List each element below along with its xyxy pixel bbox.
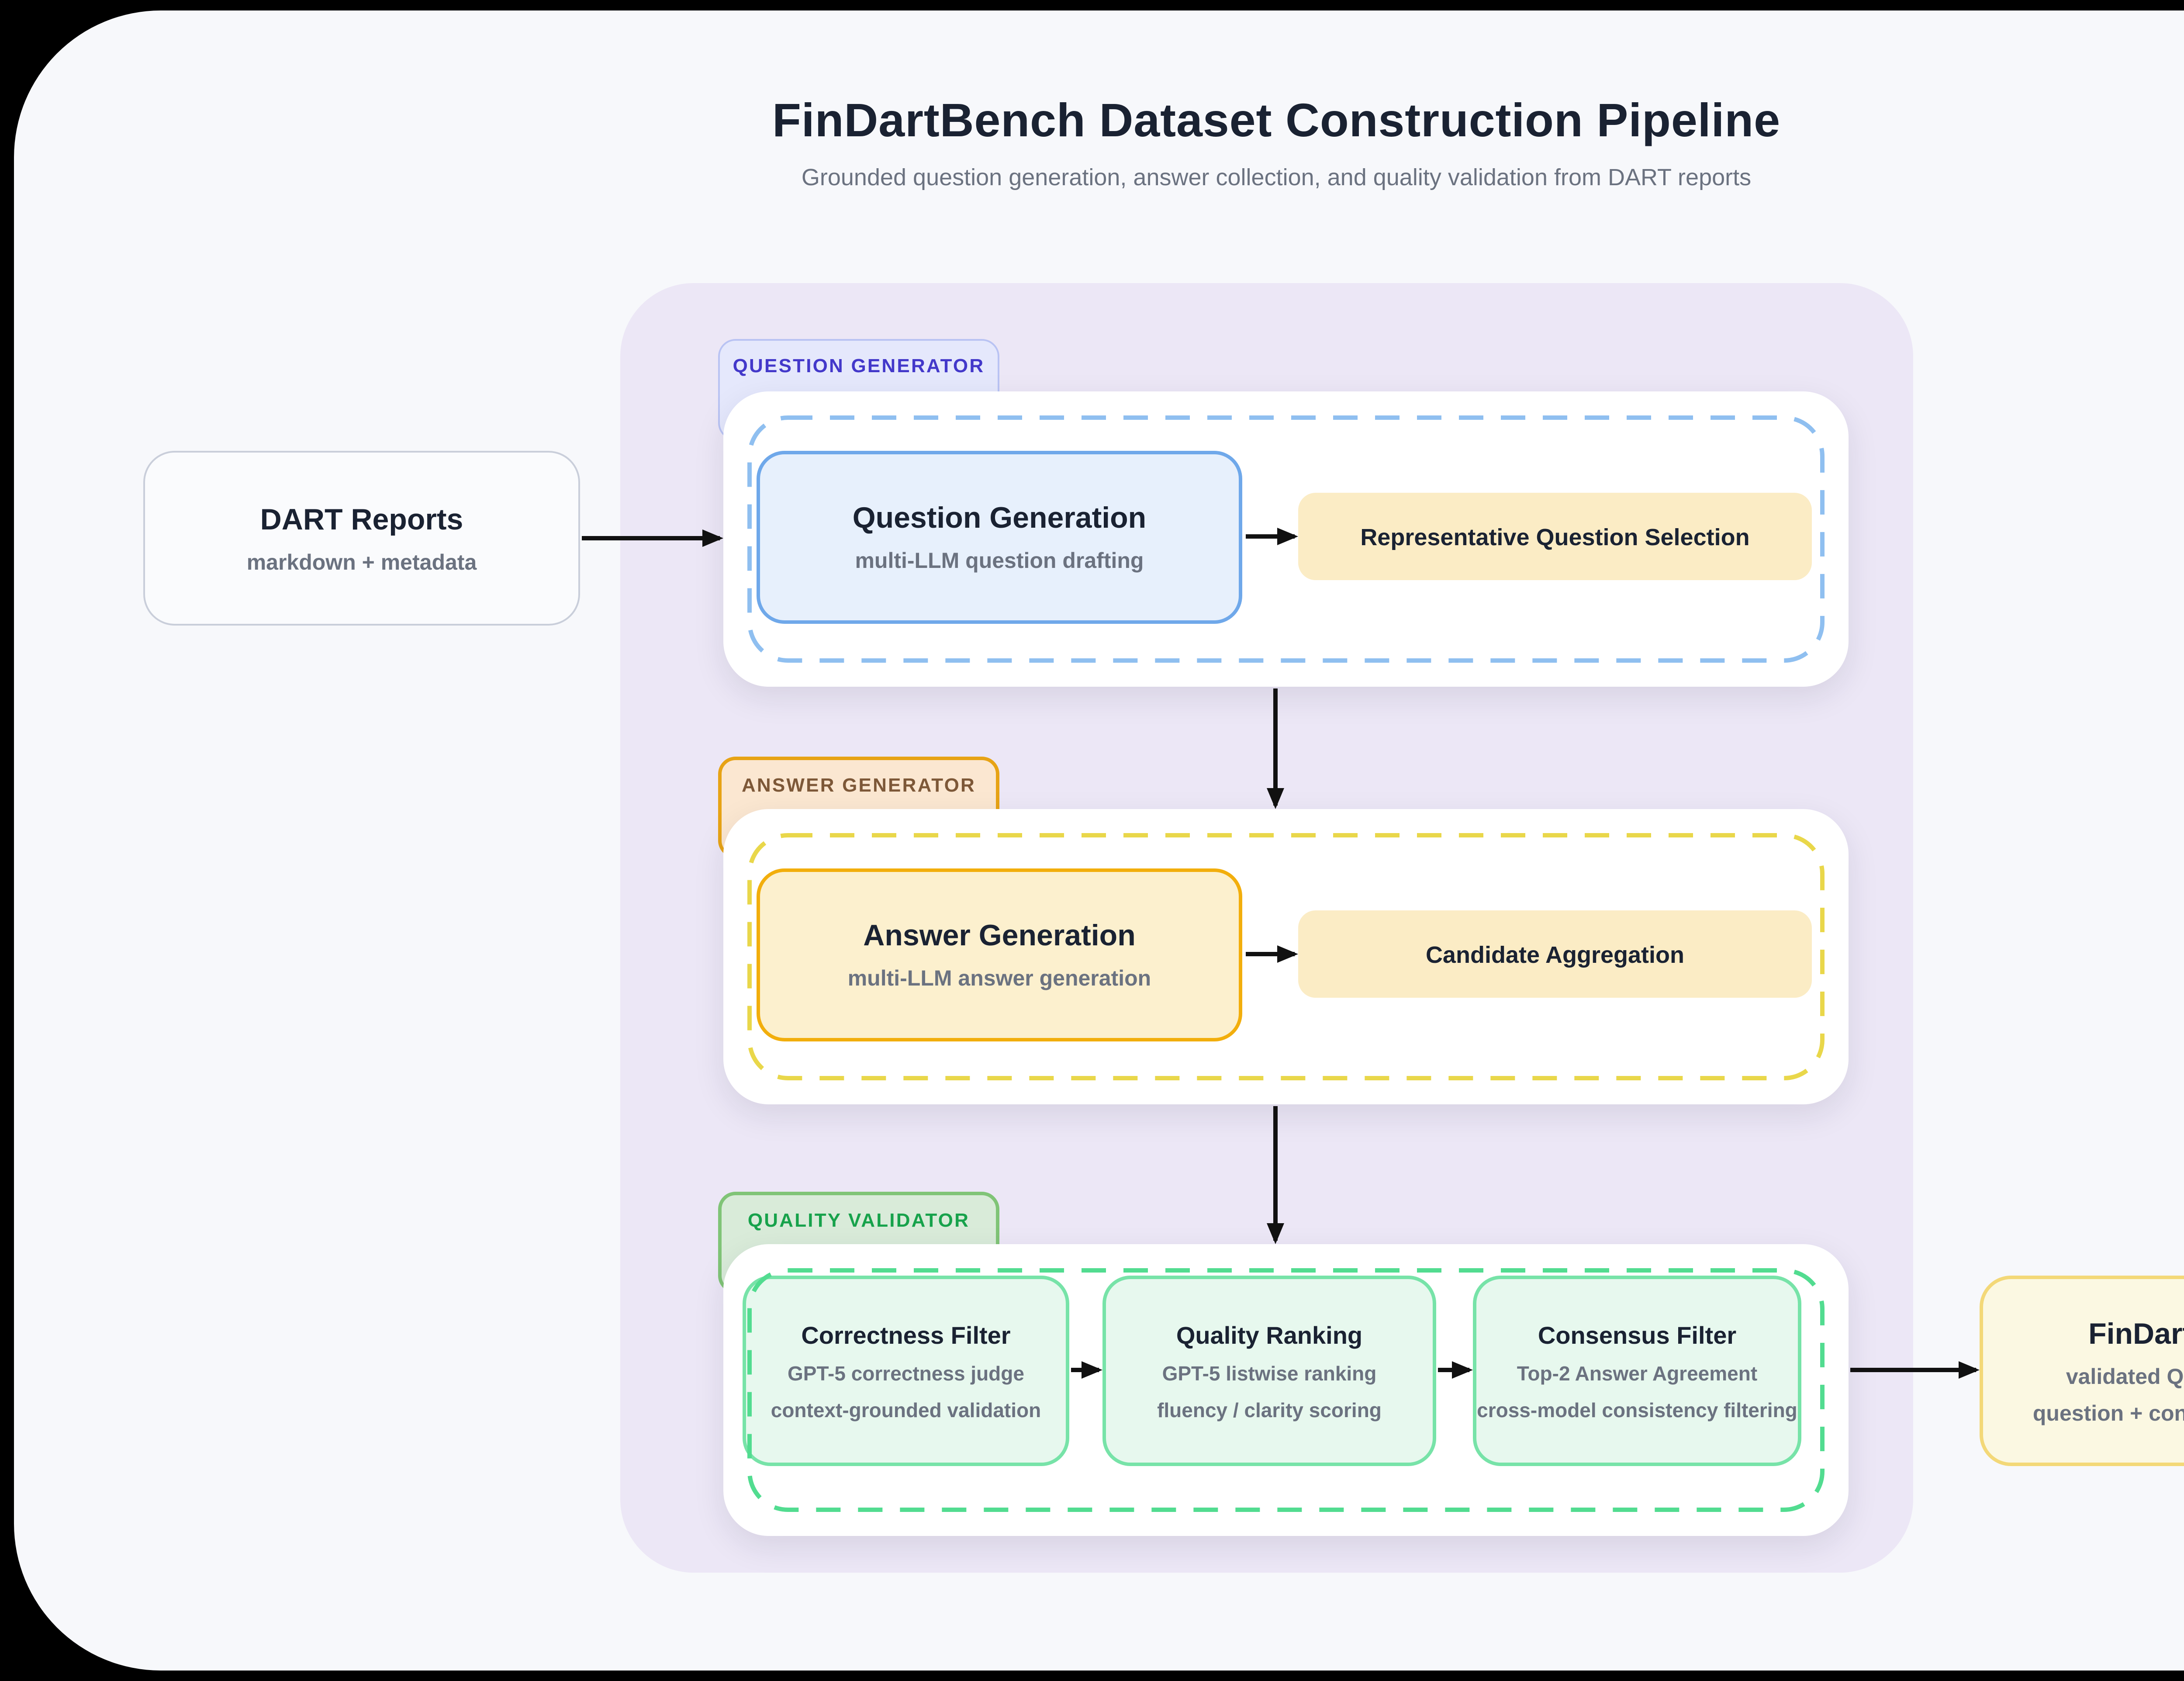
question-generation-box: Question Generation multi-LLM question d… [757, 451, 1242, 624]
question-generator-card: Question Generation multi-LLM question d… [723, 391, 1849, 687]
findartbench-line1: validated QA instances [2066, 1364, 2184, 1388]
correctness-filter-line1: GPT-5 correctness judge [788, 1364, 1024, 1385]
findartbench-line2: question + context + answers [2032, 1401, 2184, 1425]
question-generation-subtitle: multi-LLM question drafting [855, 549, 1144, 573]
dart-reports-title: DART Reports [260, 502, 463, 536]
dart-reports-node: DART Reports markdown + metadata [143, 451, 580, 626]
quality-ranking-line1: GPT-5 listwise ranking [1162, 1364, 1377, 1385]
question-generation-title: Question Generation [852, 502, 1147, 535]
representative-question-selection-box: Representative Question Selection [1298, 493, 1812, 580]
answer-generation-title: Answer Generation [863, 919, 1136, 952]
correctness-filter-box: Correctness Filter GPT-5 correctness jud… [743, 1276, 1069, 1466]
correctness-filter-title: Correctness Filter [801, 1320, 1011, 1348]
answer-generation-subtitle: multi-LLM answer generation [847, 966, 1151, 991]
findartbench-title: FinDartBench [2088, 1317, 2184, 1350]
consensus-filter-box: Consensus Filter Top-2 Answer Agreement … [1473, 1276, 1801, 1466]
dart-reports-subtitle: markdown + metadata [246, 550, 477, 574]
quality-validator-card: Correctness Filter GPT-5 correctness jud… [723, 1244, 1849, 1536]
answer-generation-box: Answer Generation multi-LLM answer gener… [757, 868, 1242, 1041]
page-subtitle: Grounded question generation, answer col… [801, 164, 1752, 190]
representative-question-selection-label: Representative Question Selection [1360, 523, 1750, 550]
findartbench-node: FinDartBench validated QA instances ques… [1980, 1276, 2184, 1466]
candidate-aggregation-box: Candidate Aggregation [1298, 910, 1812, 998]
quality-ranking-title: Quality Ranking [1176, 1320, 1363, 1348]
consensus-filter-title: Consensus Filter [1538, 1320, 1737, 1348]
answer-generator-card: Answer Generation multi-LLM answer gener… [723, 809, 1849, 1104]
candidate-aggregation-label: Candidate Aggregation [1425, 941, 1684, 967]
page-title: FinDartBench Dataset Construction Pipeli… [772, 94, 1780, 147]
consensus-filter-line2: cross-model consistency filtering [1477, 1401, 1797, 1422]
consensus-filter-line1: Top-2 Answer Agreement [1517, 1364, 1758, 1385]
quality-ranking-box: Quality Ranking GPT-5 listwise ranking f… [1102, 1276, 1436, 1466]
correctness-filter-line2: context-grounded validation [771, 1401, 1041, 1422]
quality-ranking-line2: fluency / clarity scoring [1157, 1401, 1382, 1422]
